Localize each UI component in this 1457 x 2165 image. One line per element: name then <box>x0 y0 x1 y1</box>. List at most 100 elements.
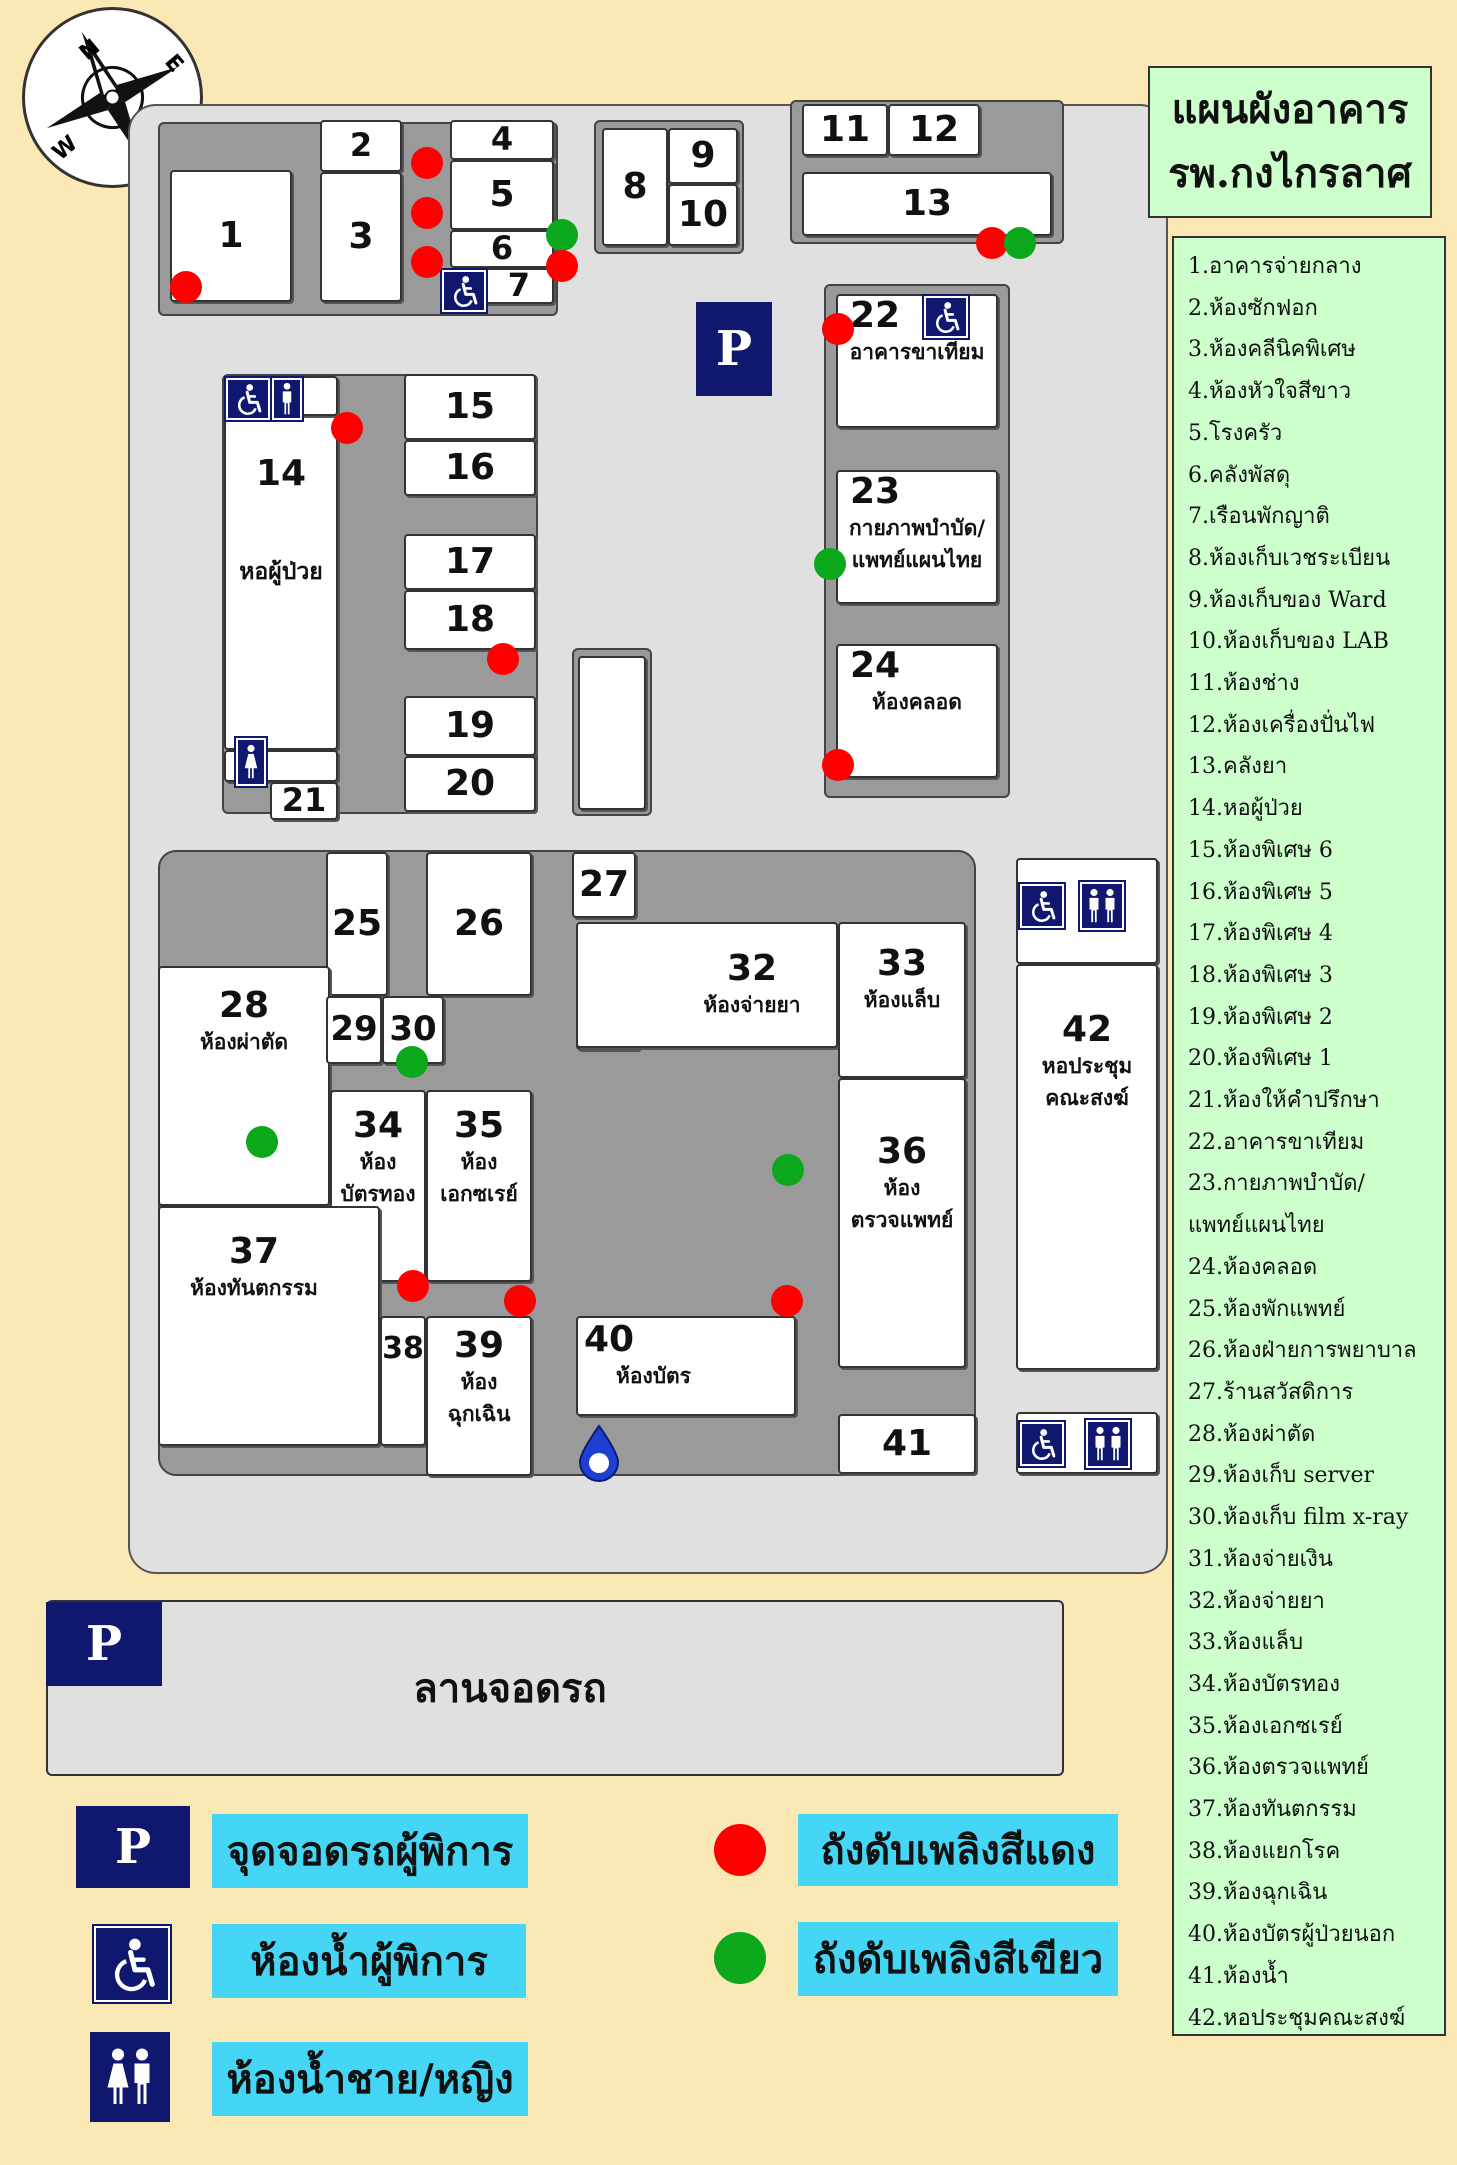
room-list-item: 33.ห้องแล็บ <box>1188 1630 1304 1656</box>
room-39-label2: ฉุกเฉิน <box>447 1401 511 1427</box>
room-27-number: 27 <box>578 864 630 906</box>
room-list-item: 30.ห้องเก็บ film x-ray <box>1188 1505 1409 1531</box>
room-list-item: 13.คลังยา <box>1188 754 1288 780</box>
room-15[interactable]: 15 <box>404 374 536 440</box>
room-16[interactable]: 16 <box>404 440 536 496</box>
room-list-item: 22.อาคารขาเทียม <box>1188 1129 1365 1155</box>
room-list-item: 5.โรงครัว <box>1188 420 1283 446</box>
legend-disabled-toilet-label: ห้องน้ำผู้พิการ <box>250 1938 488 1985</box>
room-list-item: 8.ห้องเก็บเวชระเบียน <box>1188 545 1391 571</box>
room-42[interactable]: 42 หอประชุม คณะสงฆ์ <box>1016 964 1158 1370</box>
red-extinguisher-icon <box>546 250 578 282</box>
room-24[interactable]: 24 ห้องคลอด <box>836 644 998 778</box>
room-list-item: 4.ห้องหัวใจสีขาว <box>1188 379 1352 405</box>
toilet-icon <box>1078 880 1126 932</box>
green-extinguisher-icon <box>246 1126 278 1158</box>
room-list-item: 24.ห้องคลอด <box>1188 1254 1318 1280</box>
room-36[interactable]: 36 ห้อง ตรวจแพทย์ <box>838 1078 966 1368</box>
room-2[interactable]: 2 <box>320 120 402 172</box>
room-23[interactable]: 23 กายภาพบำบัด/ แพทย์แผนไทย <box>836 470 998 604</box>
room-list-item: 28.ห้องผ่าตัด <box>1188 1421 1316 1447</box>
parking-lot-p-icon: P <box>46 1602 162 1686</box>
legend-red-extinguisher-label: ถังดับเพลิงสีแดง <box>820 1827 1096 1874</box>
red-extinguisher-icon <box>411 246 443 278</box>
legend-disabled-toilet-icon <box>92 1924 172 2004</box>
room-9[interactable]: 9 <box>668 128 738 184</box>
room-25[interactable]: 25 <box>326 852 388 996</box>
room-42-label1: หอประชุม <box>1041 1052 1133 1078</box>
map-title-line1: แผนผังอาคาร <box>1171 86 1409 133</box>
room-9-number: 9 <box>690 135 716 177</box>
red-extinguisher-icon <box>397 1270 429 1302</box>
room-33-number: 33 <box>876 943 928 984</box>
room-11[interactable]: 11 <box>802 104 888 156</box>
room-28-label: ห้องผ่าตัด <box>199 1028 289 1054</box>
room-list-item: 41.ห้องน้ำ <box>1188 1963 1289 1989</box>
room-3-number: 3 <box>348 216 374 258</box>
room-33[interactable]: 33 ห้องแล็บ <box>838 922 966 1078</box>
room-41-number: 41 <box>881 1423 933 1465</box>
room-17[interactable]: 17 <box>404 534 536 590</box>
room-28[interactable]: 28 ห้องผ่าตัด <box>158 966 330 1206</box>
compass: N E S W <box>20 5 205 190</box>
room-list-item: 17.ห้องพิเศษ 4 <box>1188 921 1333 947</box>
room-14[interactable]: 14 หอผู้ป่วย <box>224 412 338 750</box>
room-24-number: 24 <box>850 645 901 686</box>
room-16-number: 16 <box>444 447 496 489</box>
room-8[interactable]: 8 <box>602 128 668 246</box>
map-title-line2: รพ.กงไกรลาศ <box>1168 150 1412 197</box>
room-10-number: 10 <box>677 194 729 236</box>
room-list-item: 18.ห้องพิเศษ 3 <box>1188 962 1333 988</box>
room-19[interactable]: 19 <box>404 696 536 756</box>
room-5-number: 5 <box>489 174 515 216</box>
room-37[interactable]: 37 ห้องทันตกรรม <box>158 1206 380 1446</box>
room-20[interactable]: 20 <box>404 756 536 812</box>
room-1-number: 1 <box>218 215 244 257</box>
room-list-item: 39.ห้องฉุกเฉิน <box>1188 1880 1328 1906</box>
room-4[interactable]: 4 <box>450 120 554 160</box>
room-list-item: 10.ห้องเก็บของ LAB <box>1188 629 1389 655</box>
room-35[interactable]: 35 ห้อง เอกซเรย์ <box>426 1090 532 1282</box>
room-38[interactable]: 38 <box>380 1316 426 1446</box>
room-29[interactable]: 29 <box>326 996 382 1064</box>
room-list-item: 32.ห้องจ่ายยา <box>1188 1588 1325 1614</box>
room-21-number: 21 <box>281 781 327 820</box>
room-list-item: 1.อาคารจ่ายกลาง <box>1188 254 1362 279</box>
room-17-number: 17 <box>444 541 496 583</box>
room-33-label: ห้องแล็บ <box>863 986 941 1012</box>
parking-symbol: P <box>85 1616 123 1672</box>
disabled-parking-top: P <box>696 302 772 396</box>
room-18[interactable]: 18 <box>404 590 536 650</box>
legend-red-extinguisher: ถังดับเพลิงสีแดง <box>798 1814 1118 1886</box>
red-extinguisher-icon <box>822 313 854 345</box>
room-3[interactable]: 3 <box>320 172 402 302</box>
unnamed-building <box>578 656 646 810</box>
room-5[interactable]: 5 <box>450 160 554 230</box>
room-list-item: แพทย์แผนไทย <box>1188 1213 1325 1239</box>
room-list-item: 42.หอประชุมคณะสงฆ์ <box>1188 2005 1406 2031</box>
room-13[interactable]: 13 <box>802 172 1052 236</box>
room-10[interactable]: 10 <box>668 184 738 246</box>
room-39[interactable]: 39 ห้อง ฉุกเฉิน <box>426 1316 532 1476</box>
room-37-label: ห้องทันตกรรม <box>190 1274 318 1300</box>
room-40-label: ห้องบัตร <box>616 1362 691 1388</box>
room-22[interactable]: 22 อาคารขาเทียม <box>836 294 998 428</box>
parking-symbol: P <box>715 321 753 377</box>
room-list-item: 3.ห้องคลีนิคพิเศษ <box>1188 337 1356 363</box>
room-12-number: 12 <box>908 109 960 151</box>
room-32-number: 32 <box>726 947 778 989</box>
green-extinguisher-icon <box>814 548 846 580</box>
room-6[interactable]: 6 <box>450 230 554 268</box>
room-41[interactable]: 41 <box>838 1414 976 1474</box>
room-26[interactable]: 26 <box>426 852 532 996</box>
room-12[interactable]: 12 <box>888 104 980 156</box>
room-list-item: 36.ห้องตรวจแพทย์ <box>1188 1755 1369 1781</box>
room-32[interactable]: 32 ห้องจ่ายยา <box>576 922 838 1048</box>
room-19-number: 19 <box>444 705 496 747</box>
room-21[interactable]: 21 <box>270 782 338 820</box>
room-40[interactable]: 40 ห้องบัตร <box>576 1316 796 1416</box>
room-list-item: 26.ห้องฝ่ายการพยาบาล <box>1188 1338 1417 1364</box>
room-6-number: 6 <box>490 229 514 268</box>
room-27[interactable]: 27 <box>572 852 636 918</box>
room-13-number: 13 <box>901 183 953 225</box>
